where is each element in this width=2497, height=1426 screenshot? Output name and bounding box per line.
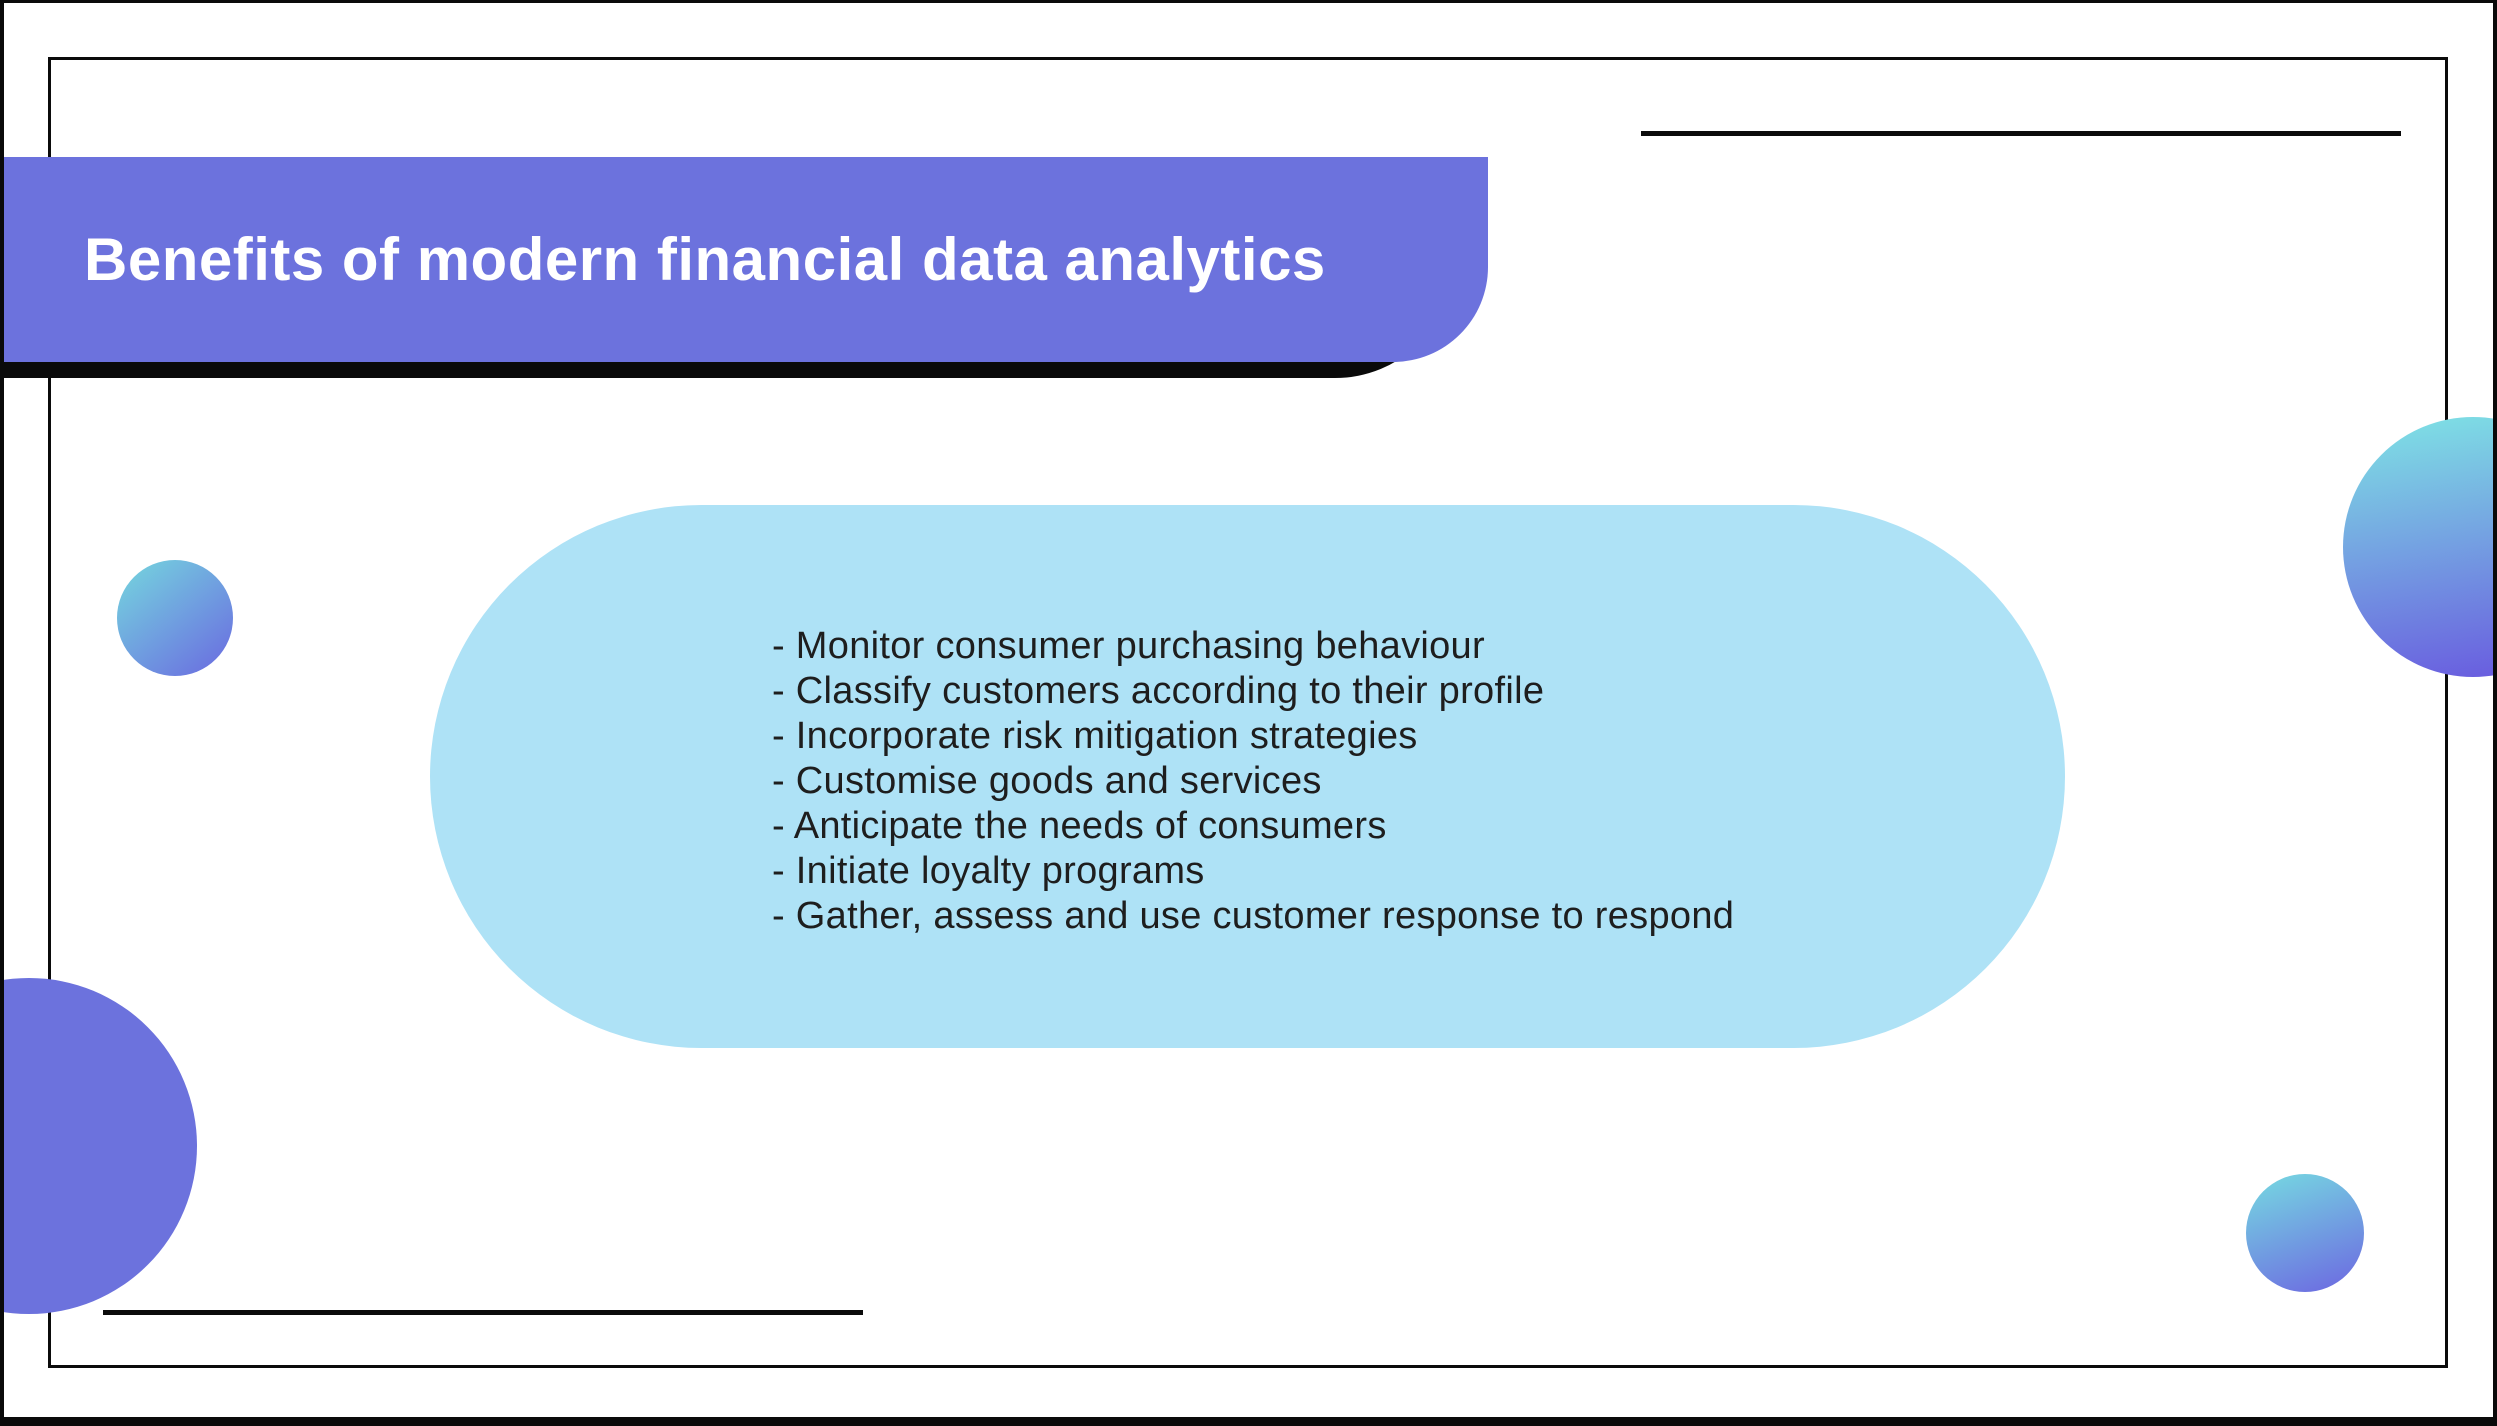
list-item: - Classify customers according to their … xyxy=(772,670,1545,712)
list-item: - Incorporate risk mitigation strategies xyxy=(772,715,1418,757)
top-right-rule xyxy=(1641,131,2401,136)
decorative-circle-left-small xyxy=(117,560,233,676)
decorative-circle-bottom-right-small xyxy=(2246,1174,2364,1292)
title-banner: Benefits of modern financial data analyt… xyxy=(0,157,1488,362)
benefits-panel xyxy=(430,505,2065,1048)
benefits-list: - Monitor consumer purchasing behaviour … xyxy=(772,624,1734,939)
list-item: - Monitor consumer purchasing behaviour xyxy=(772,625,1485,667)
inner-frame xyxy=(48,57,2448,1368)
page-title: Benefits of modern financial data analyt… xyxy=(84,226,1326,293)
list-item: - Anticipate the needs of consumers xyxy=(772,805,1387,847)
list-item: - Customise goods and services xyxy=(772,760,1322,802)
bottom-left-rule xyxy=(103,1310,863,1315)
list-item: - Gather, assess and use customer respon… xyxy=(772,895,1735,937)
list-item: - Initiate loyalty programs xyxy=(772,850,1205,892)
